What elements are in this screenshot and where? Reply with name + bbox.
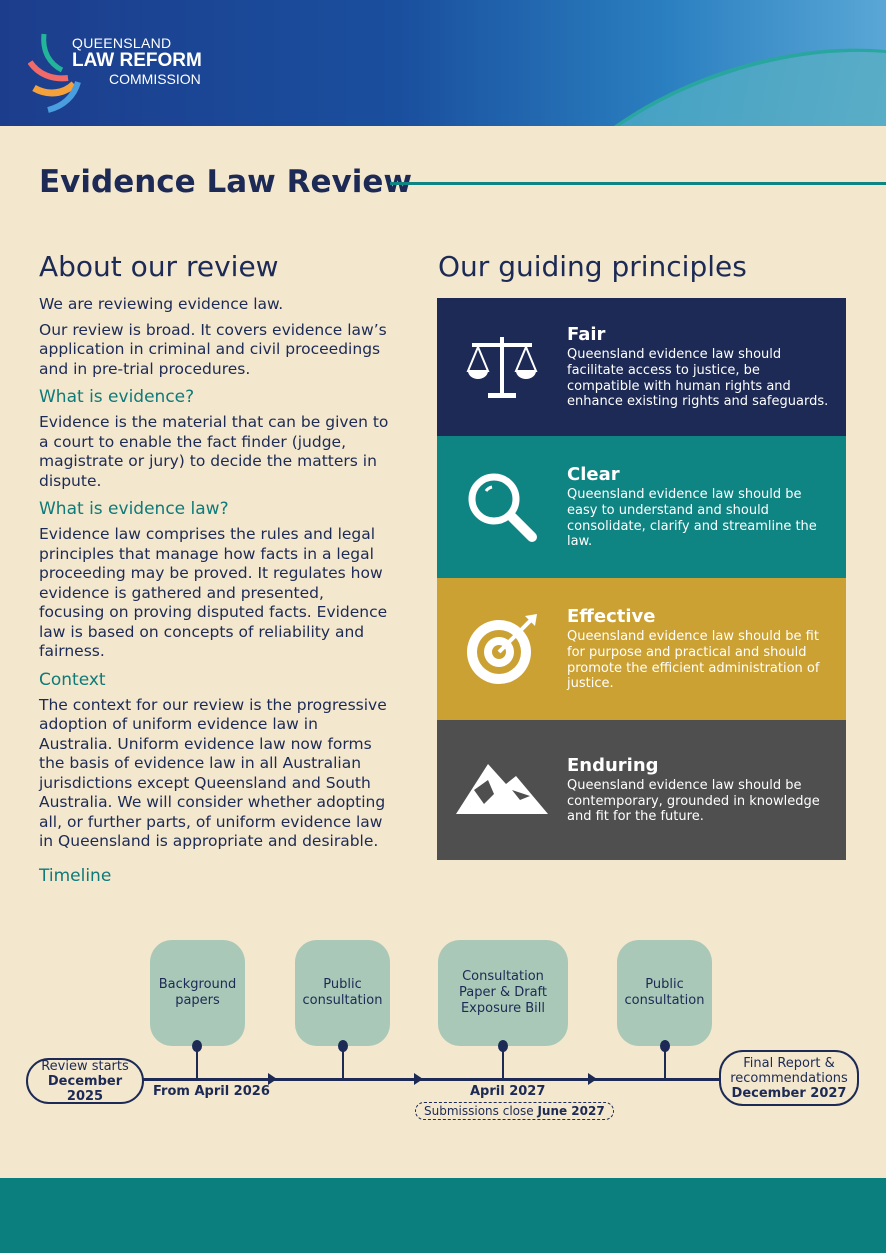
timeline-dot — [498, 1040, 508, 1052]
title-rule — [390, 182, 886, 185]
timeline-heading: Timeline — [39, 865, 112, 886]
end-date: December 2027 — [731, 1085, 847, 1101]
principle-body: Queensland evidence law should be fit fo… — [567, 628, 820, 692]
timeline-bubble: Public consultation — [295, 940, 390, 1046]
timeline-start: Review starts December 2025 — [26, 1058, 144, 1104]
org-name: QUEENSLAND LAW REFORM COMMISSION — [72, 35, 202, 88]
section-heading: What is evidence law? — [39, 499, 229, 519]
section-heading: What is evidence? — [39, 387, 195, 407]
start-label: Review starts — [41, 1058, 129, 1074]
submissions-label: Submissions close — [424, 1104, 538, 1118]
qlrc-logo-icon — [28, 33, 81, 113]
arrow-icon — [268, 1073, 277, 1085]
org-line-2: LAW REFORM — [72, 50, 202, 72]
timeline-bubble: Consultation Paper & Draft Exposure Bill — [438, 940, 568, 1046]
arrow-icon — [414, 1073, 423, 1085]
end-label-2: recommendations — [730, 1070, 848, 1086]
section-body: Evidence is the material that can be giv… — [39, 413, 389, 490]
principle-title: Clear — [567, 463, 620, 485]
principle-title: Effective — [567, 605, 656, 627]
timeline-stem — [196, 1046, 198, 1080]
submissions-date: June 2027 — [537, 1104, 605, 1118]
section-body: Evidence law comprises the rules and leg… — [39, 525, 388, 660]
timeline-stem — [664, 1046, 666, 1080]
about-section: About our review We are reviewing eviden… — [39, 250, 389, 892]
mountain-icon — [437, 760, 567, 820]
about-intro-1: We are reviewing evidence law. — [39, 295, 284, 313]
timeline-dot — [192, 1040, 202, 1052]
principle-body: Queensland evidence law should be easy t… — [567, 486, 817, 550]
timeline-bubble: Public consultation — [617, 940, 712, 1046]
section-body: The context for our review is the progre… — [39, 695, 387, 851]
about-intro-2: Our review is broad. It covers evidence … — [39, 320, 387, 378]
target-icon — [437, 608, 567, 690]
submissions-badge: Submissions close June 2027 — [415, 1102, 614, 1120]
org-line-3: COMMISSION — [109, 71, 201, 88]
date-label: April 2027 — [470, 1084, 546, 1099]
footer-band — [0, 1178, 886, 1253]
arrow-icon — [588, 1073, 597, 1085]
org-line-1: QUEENSLAND — [72, 35, 172, 51]
timeline-bubble: Background papers — [150, 940, 245, 1046]
page-title: Evidence Law Review — [39, 164, 412, 200]
timeline-stem — [502, 1046, 504, 1080]
principles-heading: Our guiding principles — [438, 250, 747, 283]
timeline-dot — [660, 1040, 670, 1052]
about-heading: About our review — [39, 250, 279, 283]
principle-body: Queensland evidence law should be contem… — [567, 777, 820, 825]
timeline-axis — [140, 1078, 730, 1081]
timeline-dot — [338, 1040, 348, 1052]
magnifier-icon — [437, 469, 567, 545]
timeline-stem — [342, 1046, 344, 1080]
principle-title: Fair — [567, 323, 606, 345]
banner-graphic — [480, 0, 886, 126]
start-date: December 2025 — [47, 1073, 123, 1104]
timeline: Background papers Public consultation Co… — [0, 930, 886, 1130]
date-label: From April 2026 — [153, 1084, 270, 1099]
section-heading: Context — [39, 669, 106, 690]
principle-title: Enduring — [567, 754, 659, 776]
scales-icon — [437, 331, 567, 403]
principle-body: Queensland evidence law should facilitat… — [567, 346, 829, 410]
end-label-1: Final Report & — [743, 1055, 835, 1071]
header-banner: QUEENSLAND LAW REFORM COMMISSION — [0, 0, 886, 126]
timeline-end: Final Report & recommendations December … — [719, 1050, 859, 1106]
